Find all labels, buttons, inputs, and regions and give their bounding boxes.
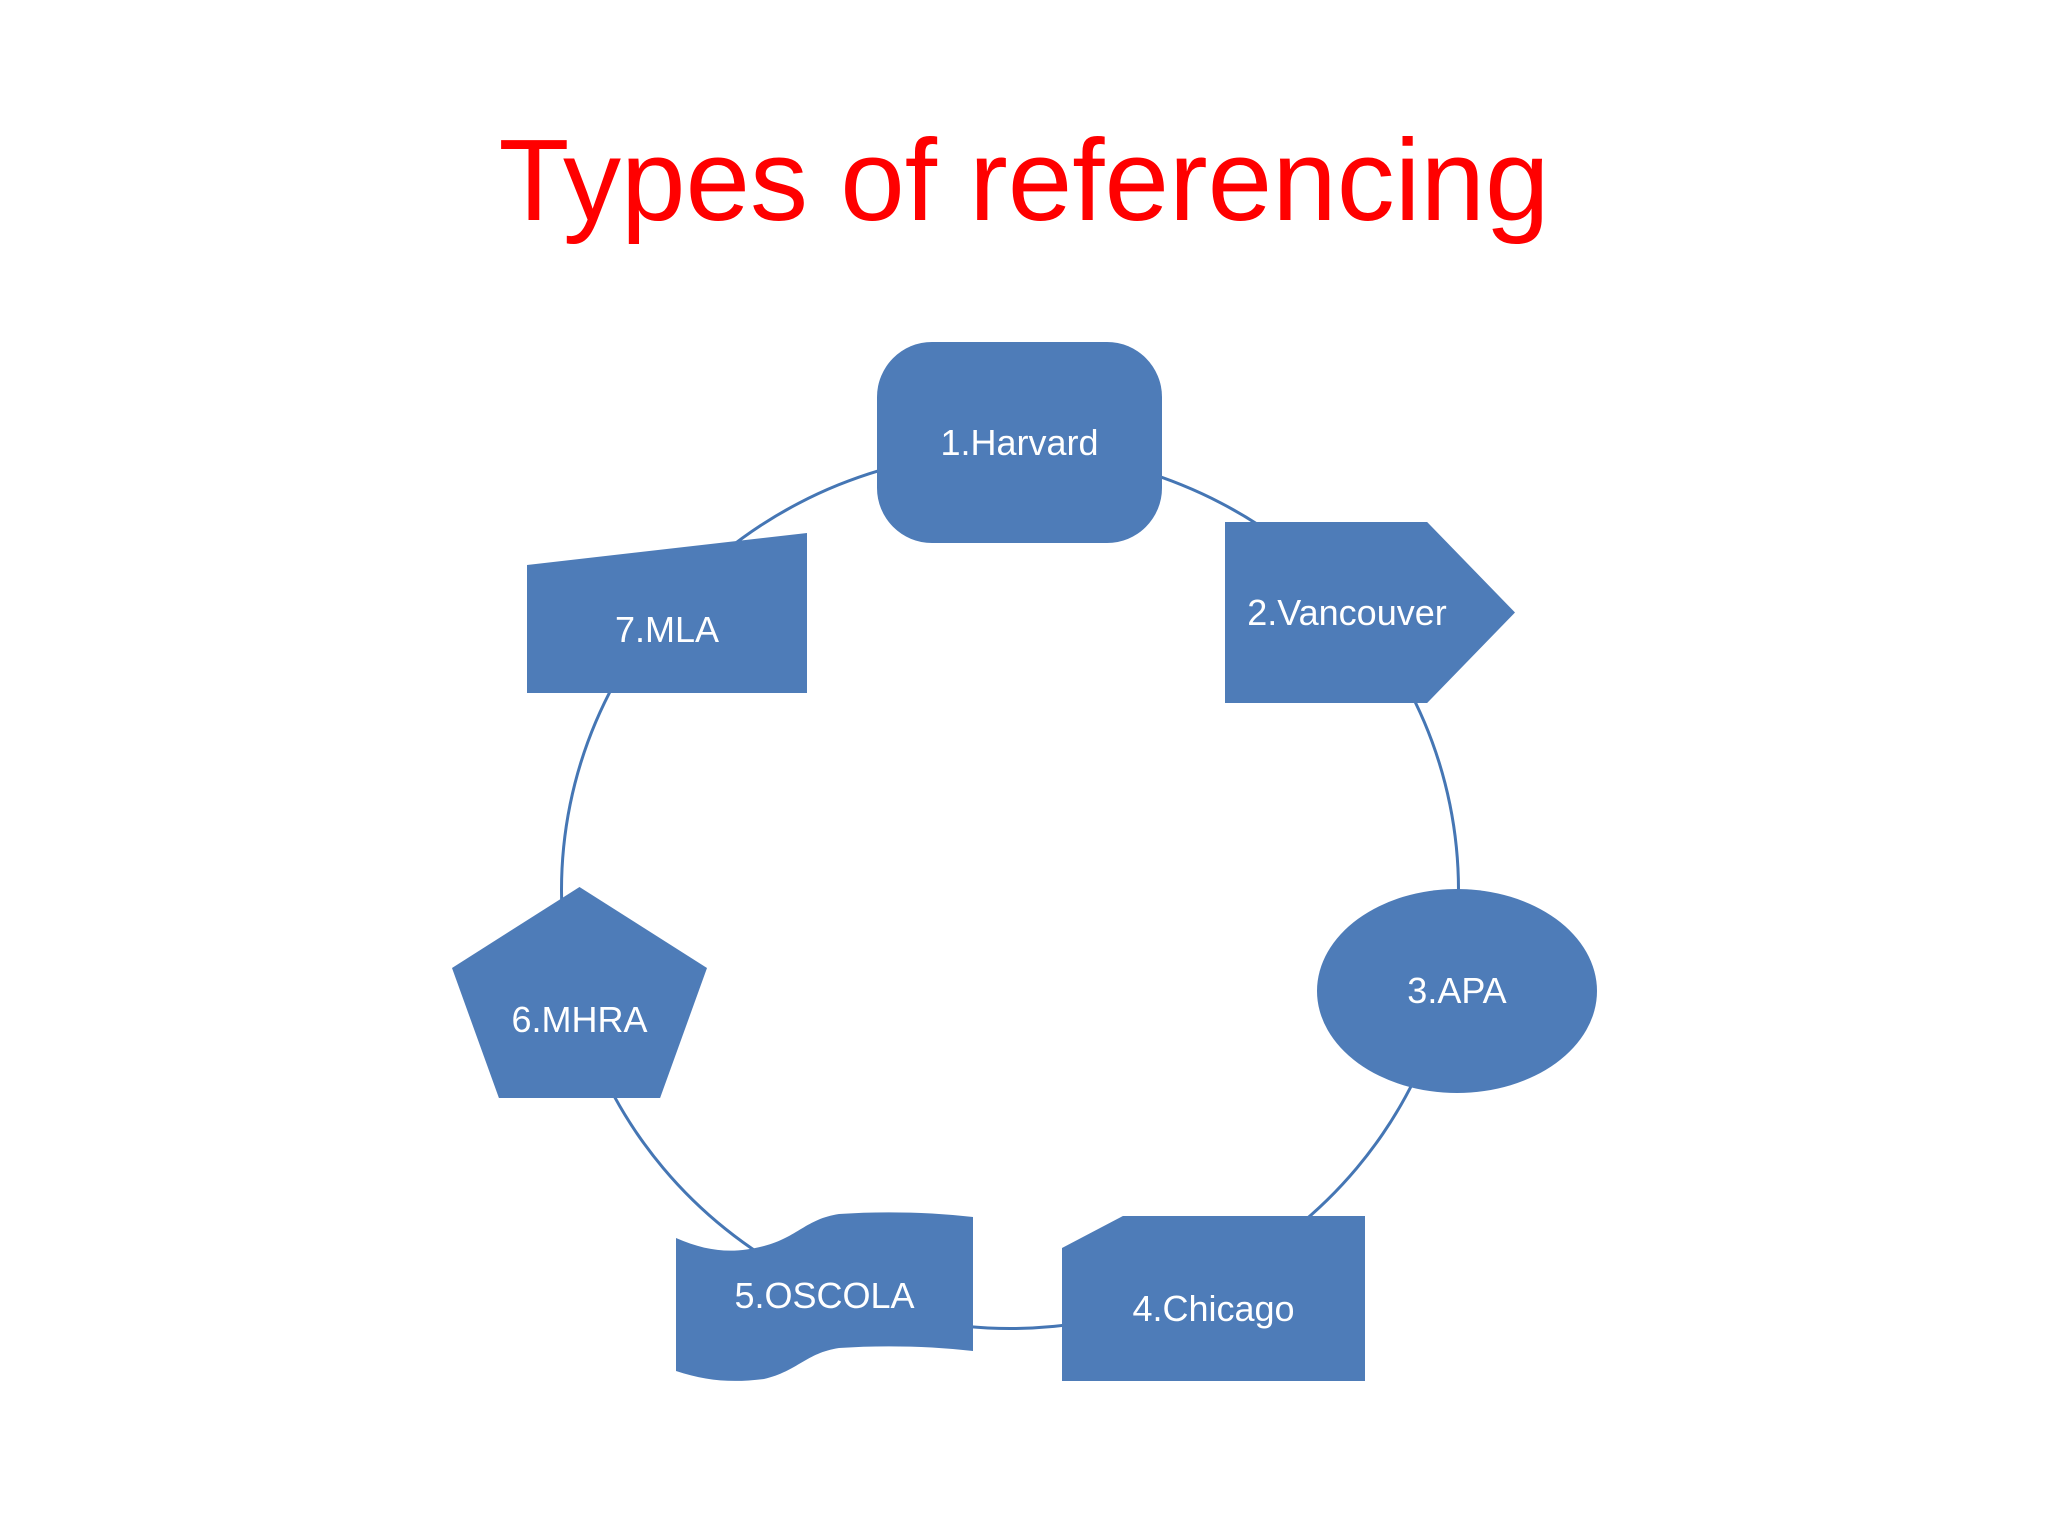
node-chicago-label: 4.Chicago	[1132, 1287, 1295, 1329]
node-mla: 7.MLA	[527, 533, 807, 693]
node-vancouver-label: 2.Vancouver	[1247, 591, 1447, 633]
node-vancouver: 2.Vancouver	[1225, 522, 1515, 703]
node-apa-label: 3.APA	[1407, 970, 1507, 1011]
slide-title: Types of referencing	[498, 115, 1550, 245]
node-oscola: 5.OSCOLA	[676, 1211, 973, 1381]
node-harvard-label: 1.Harvard	[940, 421, 1099, 463]
node-harvard: 1.Harvard	[877, 342, 1162, 543]
node-mla-label: 7.MLA	[614, 609, 720, 650]
node-apa: 3.APA	[1317, 889, 1597, 1093]
node-chicago: 4.Chicago	[1062, 1216, 1365, 1381]
node-oscola-label: 5.OSCOLA	[734, 1275, 915, 1316]
node-mhra-label: 6.MHRA	[511, 998, 648, 1040]
